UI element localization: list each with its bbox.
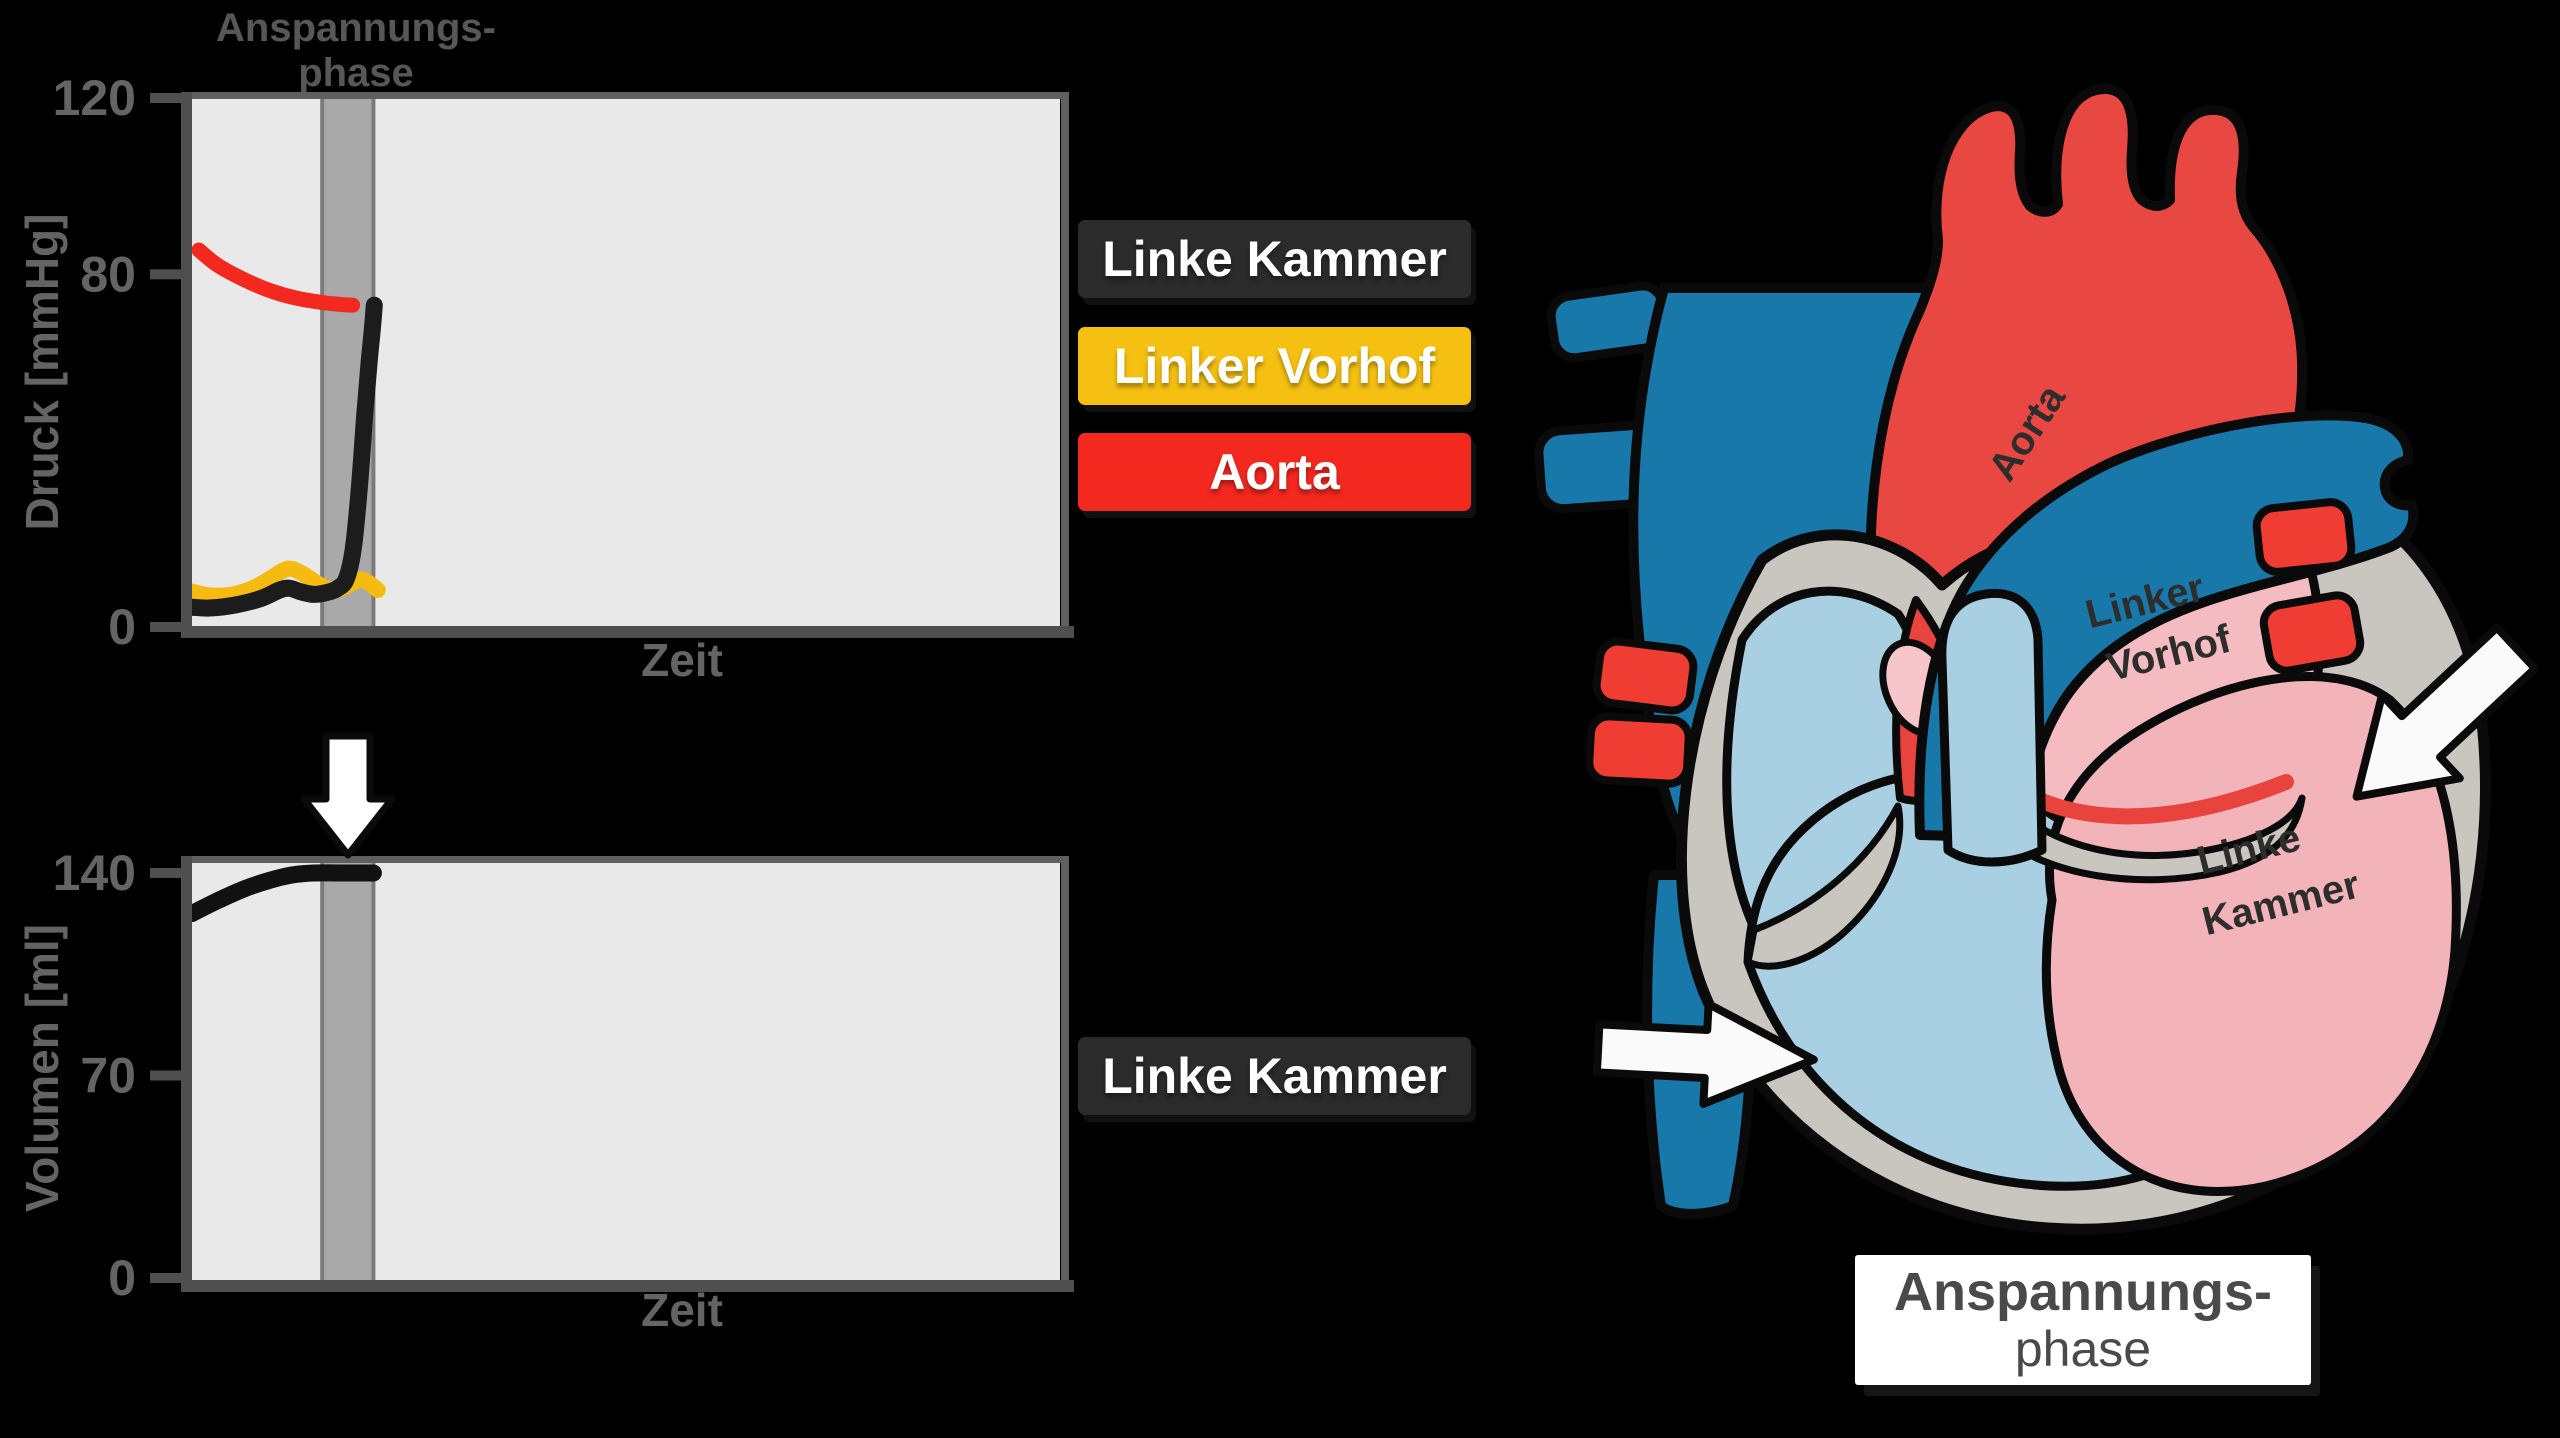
legend-pressure-linke-kammer: Linke Kammer	[1078, 220, 1471, 298]
pressure-curves	[183, 242, 386, 617]
tricuspid-valve-flap-icon	[1744, 802, 1904, 970]
y-tick-mark	[150, 1070, 184, 1081]
right-pointing-arrow-icon	[1592, 1000, 1818, 1108]
phase-band-edge	[320, 98, 325, 627]
pressure-y-ticks: 120 80 0	[53, 70, 184, 655]
volume-y-ticks: 140 70 0	[53, 845, 184, 1306]
frame-right	[1061, 856, 1069, 1286]
phase-band-edge	[320, 862, 325, 1281]
volume-frame	[181, 856, 1074, 1292]
phase-band-edge	[371, 862, 376, 1281]
pressure-phase-title-line2: phase	[298, 50, 414, 95]
legend-volume-linke-kammer: Linke Kammer	[1078, 1037, 1471, 1115]
y-tick-label: 140	[53, 845, 136, 901]
volume-phase-band	[320, 862, 376, 1281]
pressure-phase-title: Anspannungs- phase	[176, 6, 536, 96]
legend-label: Linker Vorhof	[1113, 338, 1436, 394]
legend-pressure-aorta: Aorta	[1078, 433, 1471, 511]
volume-x-axis-title: Zeit	[641, 1284, 723, 1336]
y-tick-label: 80	[80, 246, 136, 302]
frame-right	[1061, 92, 1069, 634]
y-tick-label: 0	[108, 1250, 136, 1306]
legend-label: Linke Kammer	[1102, 1048, 1447, 1104]
heart-phase-caption-line1: Anspannungs-	[1894, 1261, 2272, 1322]
legend-label: Linke Kammer	[1102, 231, 1447, 287]
legend-pressure-linker-vorhof: Linker Vorhof	[1078, 327, 1471, 405]
y-tick-mark	[150, 93, 184, 103]
pressure-chart: 120 80 0 Druck [mmHg] Zeit	[16, 70, 1074, 686]
y-tick-label: 70	[80, 1048, 136, 1104]
volume-y-axis-title: Volumen [ml]	[16, 924, 68, 1212]
heart-phase-caption: Anspannungs- phase	[1855, 1255, 2311, 1385]
volume-curves	[183, 864, 382, 922]
pressure-phase-title-line1: Anspannungs-	[216, 6, 496, 50]
pulmonary-vein-stub-icon	[2252, 498, 2356, 576]
left-ventricle	[2041, 672, 2461, 1197]
curve-linker-vorhof	[184, 560, 386, 604]
phase-band	[322, 862, 374, 1281]
legend-label: Aorta	[1209, 444, 1340, 500]
down-arrow-icon	[300, 732, 396, 859]
y-tick-label: 0	[108, 599, 136, 655]
pressure-x-axis-title: Zeit	[641, 634, 723, 686]
y-tick-mark	[150, 1273, 184, 1283]
pressure-y-axis-title: Druck [mmHg]	[16, 214, 68, 531]
y-tick-mark	[150, 622, 184, 632]
heart-diagram: Aorta Linker Vorhof Linke Kammer	[1534, 83, 2540, 1235]
curve-linke-kammer	[183, 864, 382, 922]
mitral-valve-flap-icon	[1994, 788, 2306, 884]
down-left-pointing-arrow-icon	[2352, 623, 2540, 801]
x-axis-line	[181, 1280, 1074, 1292]
pulmonary-vein-stub-icon	[1592, 637, 1698, 715]
frame-top	[192, 856, 1069, 863]
y-axis-line	[181, 856, 192, 1286]
y-tick-label: 120	[53, 70, 136, 126]
y-tick-mark	[150, 269, 184, 280]
y-axis-line	[181, 92, 192, 637]
pulmonary-trunk-lumen	[1937, 588, 2047, 867]
volume-chart: 140 70 0 Volumen [ml] Zeit	[16, 845, 1074, 1336]
curve-aorta	[191, 242, 361, 313]
pulmonary-vein-stub-icon	[2259, 591, 2365, 675]
curve-linke-kammer	[183, 296, 383, 617]
y-tick-mark	[150, 868, 184, 878]
heart-phase-caption-line2: phase	[2014, 1321, 2152, 1378]
x-axis-line	[181, 626, 1074, 638]
pulmonary-vein-stub-icon	[1585, 712, 1693, 788]
frame-top	[192, 92, 1069, 99]
pressure-frame	[181, 92, 1074, 638]
